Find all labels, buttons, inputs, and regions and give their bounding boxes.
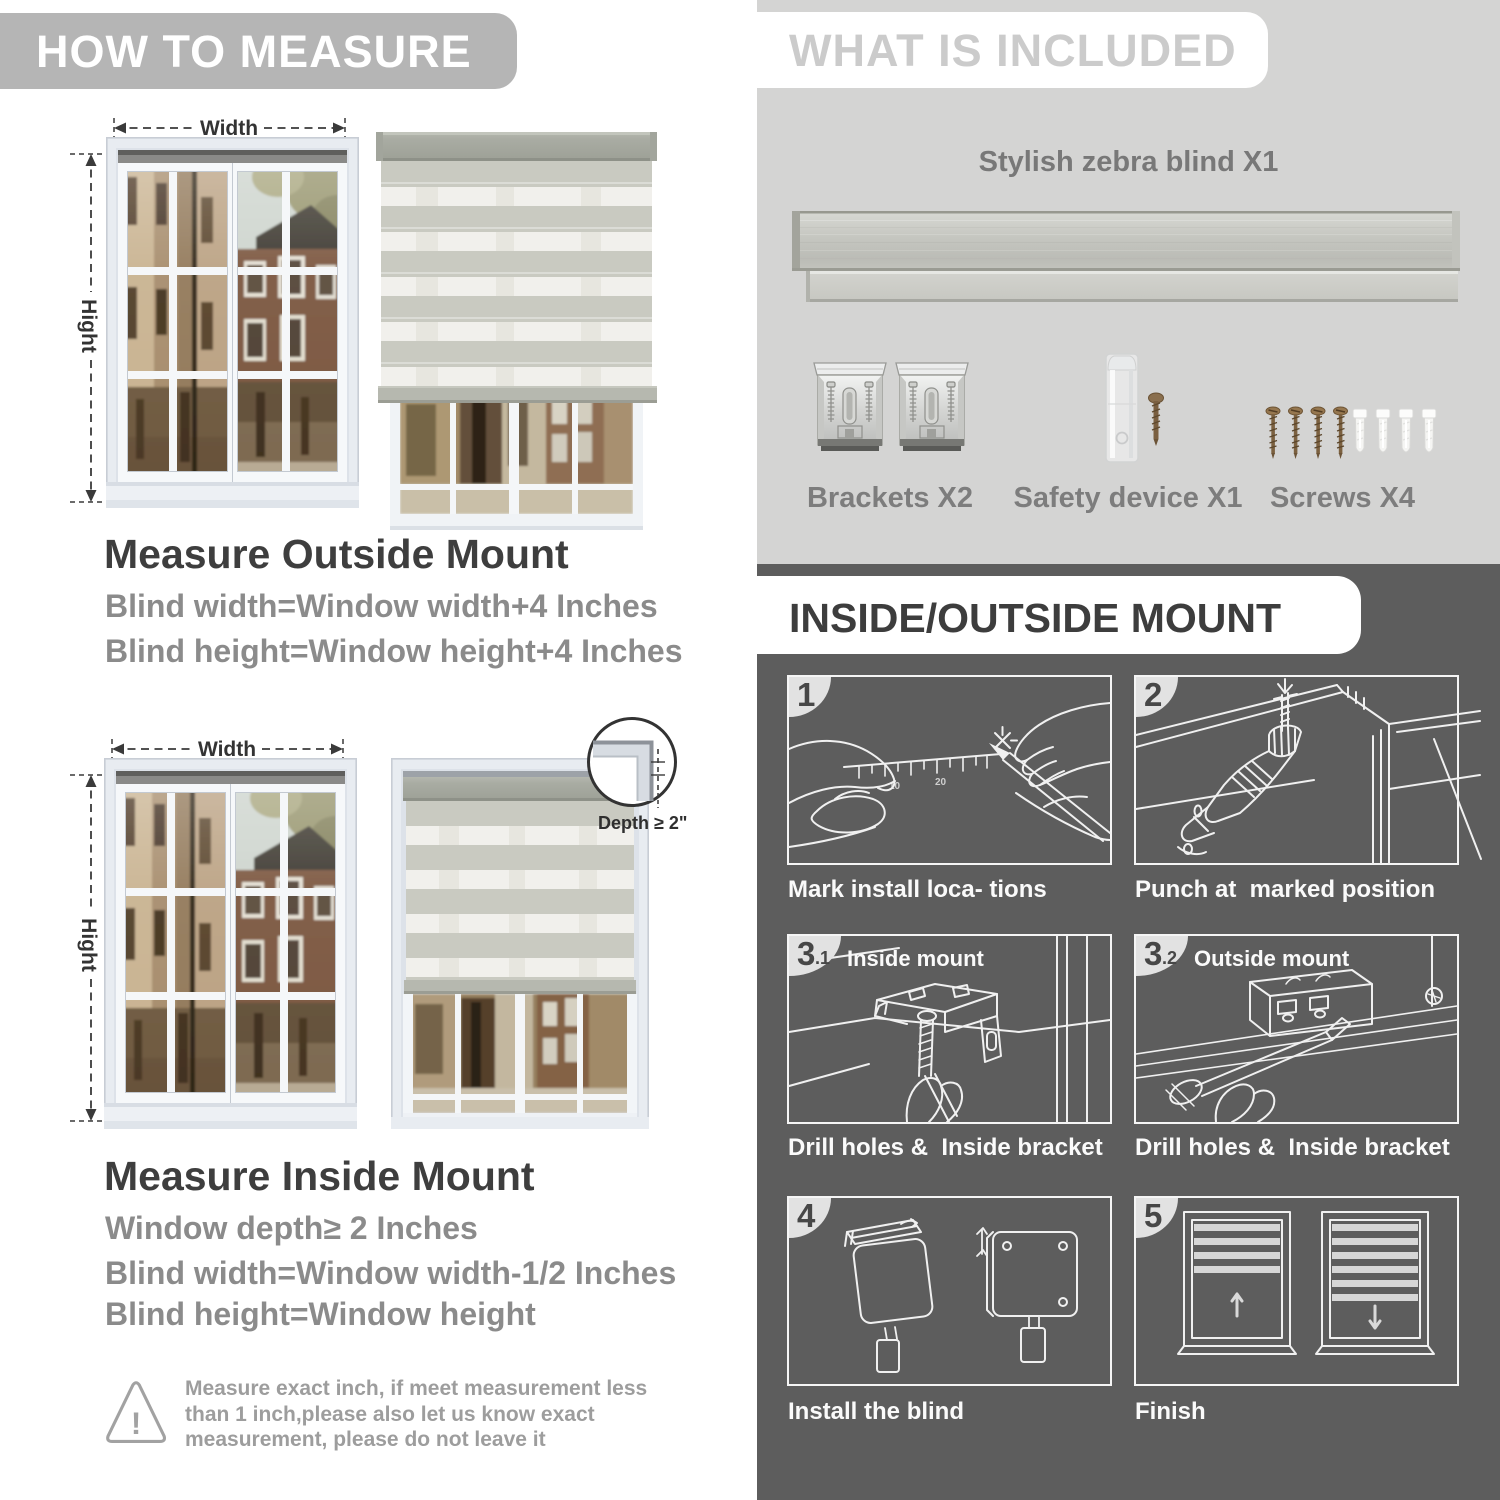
svg-text:20: 20 <box>935 777 947 788</box>
svg-text:Width: Width <box>200 117 258 140</box>
svg-text:Hight: Hight <box>77 918 100 972</box>
svg-text:Hight: Hight <box>77 299 100 353</box>
svg-text:Width: Width <box>198 738 256 761</box>
svg-text:!: ! <box>131 1406 141 1441</box>
svg-text:10: 10 <box>889 781 901 792</box>
